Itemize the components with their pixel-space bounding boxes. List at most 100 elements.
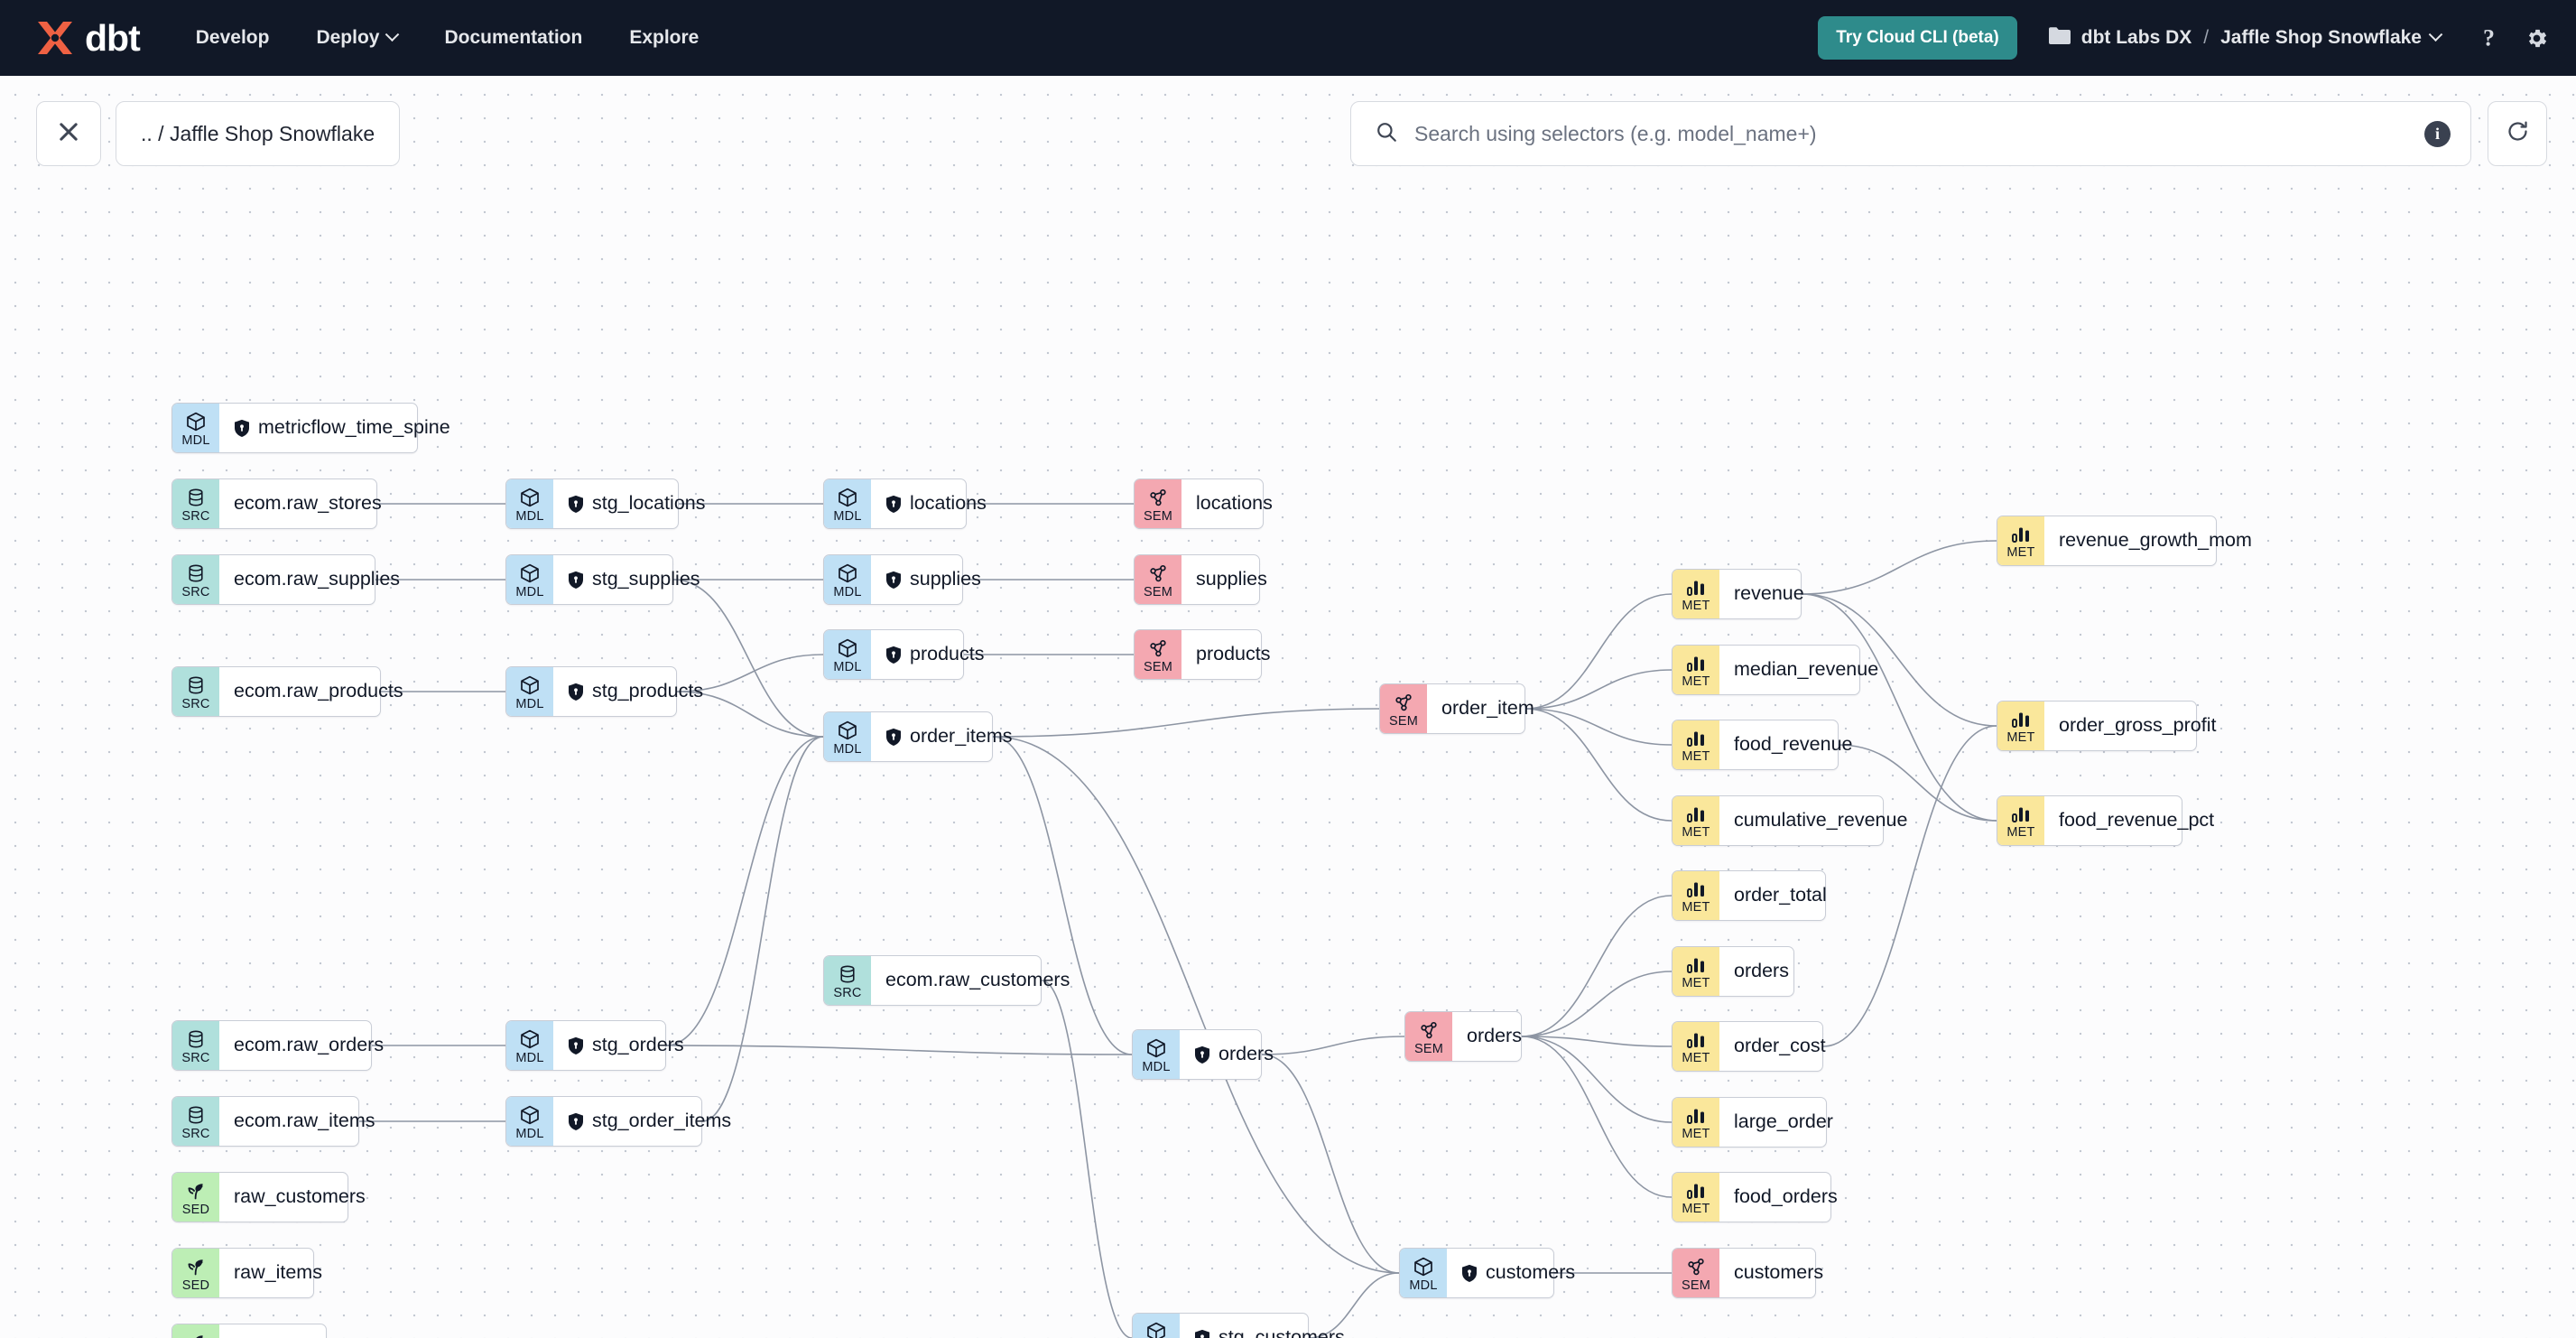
database-icon: SRC: [172, 667, 219, 716]
info-icon[interactable]: i: [2424, 120, 2451, 147]
gear-icon[interactable]: [2525, 26, 2549, 51]
nav-link-develop[interactable]: Develop: [196, 27, 270, 49]
shield-icon: [234, 419, 250, 438]
bar-chart-icon: MET: [1997, 702, 2044, 750]
graph-node-body: customers: [1719, 1249, 1841, 1297]
graph-node-body: large_order: [1719, 1098, 1851, 1147]
cube-icon: MDL: [172, 404, 219, 452]
bar-chart-icon: MET: [1673, 1098, 1719, 1147]
database-icon: SRC: [172, 1097, 219, 1146]
node-type-label: MET: [1682, 674, 1710, 690]
graph-node-label: order_total: [1734, 884, 1827, 906]
node-type-label: SEM: [1413, 1042, 1444, 1057]
node-type-label: MET: [1682, 1127, 1710, 1142]
graph-node-metricflow_time_spine[interactable]: MDL metricflow_time_spine: [171, 403, 450, 453]
graph-node-src_raw_orders[interactable]: SRC ecom.raw_orders: [171, 1020, 384, 1071]
bar-chart-icon: MET: [1673, 1173, 1719, 1222]
sprout-icon: SED: [172, 1249, 219, 1297]
close-button[interactable]: [36, 101, 101, 166]
graph-node-met_revenue[interactable]: MET revenue: [1672, 569, 1804, 619]
graph-node-label: ecom.raw_customers: [885, 969, 1070, 991]
graph-node-body: orders: [1719, 947, 1807, 996]
refresh-button[interactable]: [2488, 101, 2547, 166]
shield-icon: [1461, 1264, 1478, 1283]
database-icon: SRC: [172, 1021, 219, 1070]
graph-node-body: order_cost: [1719, 1022, 1844, 1071]
graph-node-label: locations: [1196, 492, 1273, 515]
graph-node-body: food_revenue: [1719, 720, 1871, 769]
graph-node-label: raw_customers: [234, 1185, 366, 1208]
search-bar[interactable]: i: [1350, 101, 2471, 166]
graph-node-body: orders: [1180, 1030, 1292, 1079]
account-crumb[interactable]: dbt Labs DX: [2048, 26, 2191, 51]
dbt-logo[interactable]: dbt: [34, 18, 141, 58]
nav-link-explore-label: Explore: [629, 27, 700, 48]
project-selector[interactable]: Jaffle Shop Snowflake: [2220, 26, 2443, 49]
search-input[interactable]: [1413, 120, 2424, 147]
shield-icon: [1194, 1045, 1210, 1064]
node-type-label: MET: [2006, 825, 2035, 841]
nav-link-documentation[interactable]: Documentation: [444, 27, 582, 49]
graph-node-label: stg_products: [592, 680, 704, 702]
network-icon: SEM: [1673, 1249, 1719, 1297]
network-icon: SEM: [1380, 684, 1427, 733]
graph-node-label: revenue: [1734, 582, 1804, 605]
nav-links: Develop Deploy Documentation Explore: [196, 26, 699, 49]
nav-link-explore[interactable]: Explore: [629, 27, 699, 49]
network-icon: SEM: [1135, 555, 1181, 604]
graph-node-label: metricflow_time_spine: [258, 416, 450, 439]
breadcrumb[interactable]: .. / Jaffle Shop Snowflake: [116, 101, 401, 166]
shield-icon: [568, 1112, 584, 1131]
nav-link-deploy[interactable]: Deploy: [316, 26, 400, 49]
question-mark-icon[interactable]: ?: [2477, 26, 2501, 51]
try-cloud-cli-button[interactable]: Try Cloud CLI (beta): [1818, 16, 2017, 60]
chevron-down-icon: [385, 26, 400, 42]
graph-node-label: ecom.raw_orders: [234, 1034, 385, 1056]
shield-icon: [568, 495, 584, 514]
bar-chart-icon: MET: [1673, 796, 1719, 845]
node-type-label: SRC: [181, 697, 210, 712]
graph-node-body: food_orders: [1719, 1173, 1856, 1222]
bar-chart-icon: MET: [1673, 570, 1719, 618]
graph-node-body: raw_customers: [219, 1173, 384, 1222]
close-icon: [56, 119, 81, 149]
